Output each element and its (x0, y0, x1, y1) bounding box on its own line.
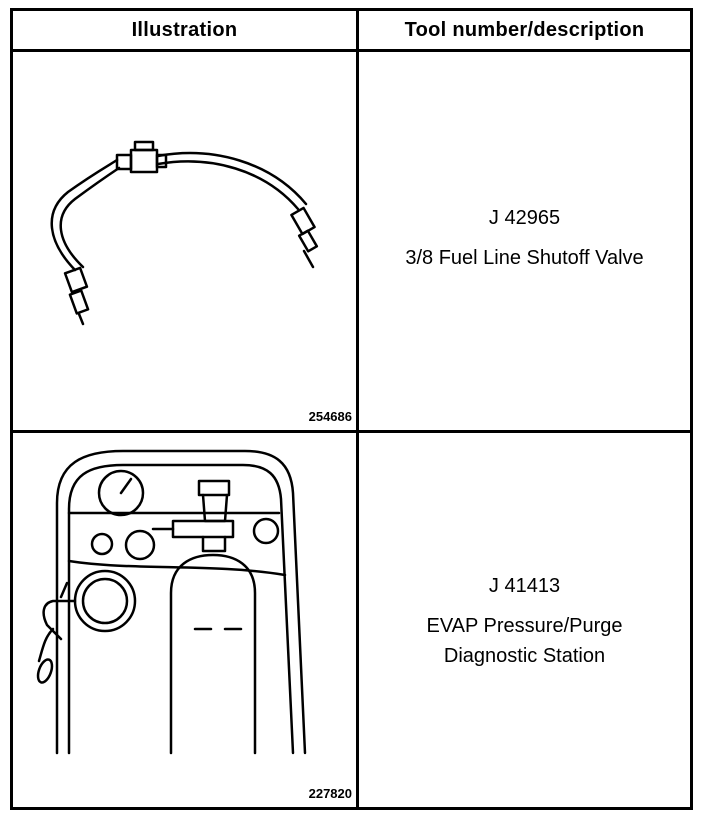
illustration-cell-1: 254686 (13, 52, 356, 430)
header-divider (13, 49, 690, 52)
tool-table: Illustration Tool number/description 254… (10, 8, 693, 810)
row-divider (13, 430, 690, 433)
tool-description-cell-1: J 42965 3/8 Fuel Line Shutoff Valve (359, 203, 690, 273)
tool-number: J 42965 (488, 207, 561, 229)
tool-description-line: EVAP Pressure/Purge (426, 615, 623, 637)
evap-diagnostic-station-drawing (36, 449, 307, 755)
illustration-cell-2: 227820 (13, 433, 356, 807)
header-tool-description: Tool number/description (404, 18, 645, 41)
tool-number: J 41413 (488, 575, 561, 597)
tool-description-line: Diagnostic Station (443, 645, 606, 667)
tool-description-cell-2: J 41413 EVAP Pressure/Purge Diagnostic S… (359, 571, 690, 671)
fuel-line-shutoff-valve-drawing (50, 140, 319, 326)
figure-number: 254686 (308, 409, 352, 424)
tool-description-line: 3/8 Fuel Line Shutoff Valve (405, 247, 644, 269)
header-illustration: Illustration (131, 18, 238, 41)
figure-number: 227820 (308, 786, 352, 801)
column-divider (356, 11, 359, 807)
